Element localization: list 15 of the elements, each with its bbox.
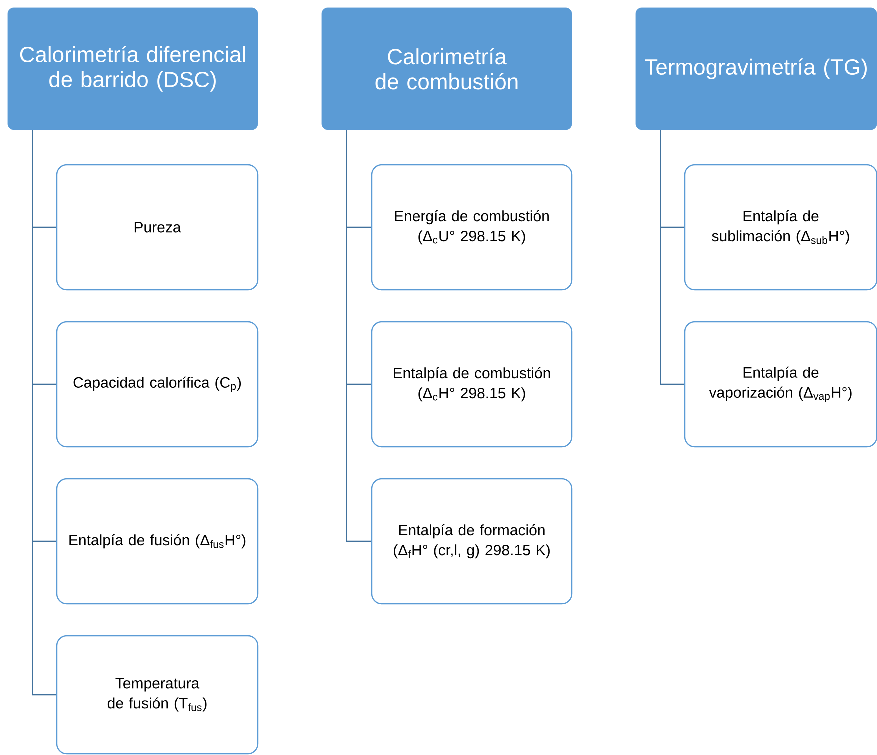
item-box: Entalpía de combustión (Δ$_{c}$H° 298.15 K) <box>371 321 573 448</box>
connector-line <box>32 130 56 696</box>
item-box: Energía de combustión (Δ$_{c}$U° 298.15 K) <box>371 164 573 291</box>
item-box: Entalpía de sublimación (Δ$_{sub}$H°) <box>684 164 877 291</box>
item-box: Pureza <box>56 164 259 291</box>
header-box: Termogravimetría (TG) <box>636 8 877 130</box>
item-box: Capacidad calorífica (C$_{p}$) <box>56 321 259 448</box>
header-box: Calorimetría diferencial de barrido (DSC) <box>8 8 258 130</box>
item-box: Entalpía de vaporización (Δ$_{vap}$H°) <box>684 321 877 448</box>
connector-line <box>346 130 372 542</box>
item-box: Temperatura de fusión (T$_{fus}$) <box>56 635 259 755</box>
item-box: Entalpía de formación (Δ$_{f}$H° (cr,l, g) 298.15 K) <box>371 478 573 605</box>
header-box: Calorimetría de combustión <box>322 8 572 130</box>
item-box: Entalpía de fusión (Δ$_{fus}$H°) <box>56 478 259 605</box>
connector-line <box>660 130 684 386</box>
